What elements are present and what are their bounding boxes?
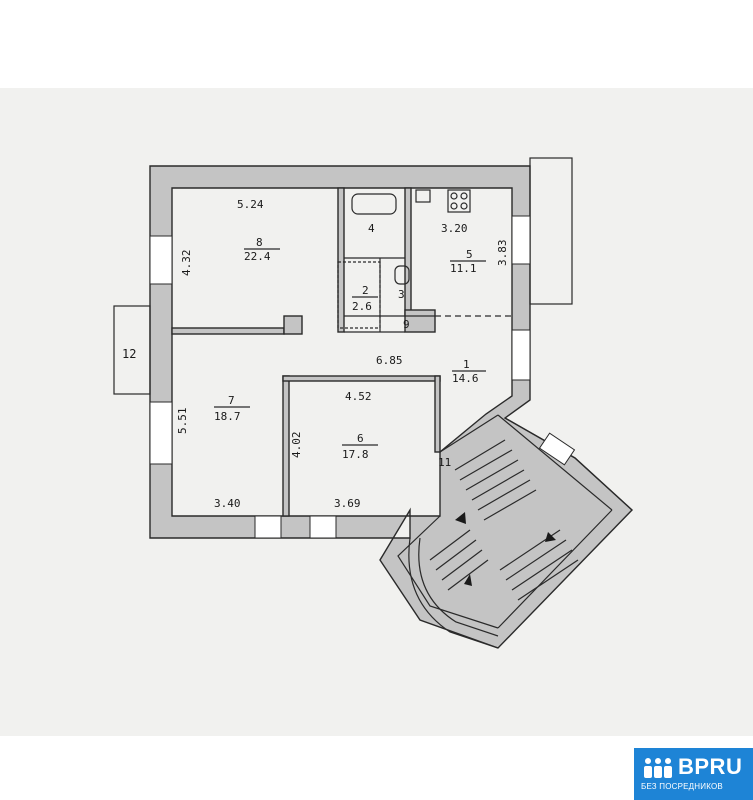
people-icon xyxy=(644,758,672,778)
room-6-number: 6 xyxy=(357,432,364,445)
room-7-number: 7 xyxy=(228,394,235,407)
dim-hall-length: 6.85 xyxy=(376,354,403,367)
brand-badge[interactable]: BPRU БЕЗ ПОСРЕДНИКОВ xyxy=(634,748,753,800)
stove-burner xyxy=(460,192,468,200)
room-1-number: 1 xyxy=(463,358,470,371)
dim-room6-height: 4.02 xyxy=(290,432,303,459)
room-2-number: 2 xyxy=(362,284,369,297)
bathtub xyxy=(351,193,397,215)
windows xyxy=(149,215,576,539)
room-5-number: 5 xyxy=(466,248,473,261)
room-11-number: 11 xyxy=(438,456,451,469)
balcony-left xyxy=(113,305,151,395)
dim-room6-width: 4.52 xyxy=(345,390,372,403)
room-7-area: 18.7 xyxy=(214,410,241,423)
stove-burner xyxy=(450,202,458,210)
stove-burner xyxy=(460,202,468,210)
room-1-area: 14.6 xyxy=(452,372,479,385)
stove-burner xyxy=(450,192,458,200)
room-4-number: 4 xyxy=(368,222,375,235)
dim-room5-height: 3.83 xyxy=(496,240,509,267)
stair-curved-wall xyxy=(408,537,499,649)
room-2-area: 2.6 xyxy=(352,300,372,313)
dim-room8-width: 5.24 xyxy=(237,198,264,211)
sink xyxy=(415,189,431,203)
room-12-number: 12 xyxy=(122,347,136,361)
interior-walls xyxy=(171,187,441,517)
stove xyxy=(447,189,471,213)
dim-room7-width: 3.40 xyxy=(214,497,241,510)
dim-room7-height: 5.51 xyxy=(176,408,189,435)
toilet-enclosure xyxy=(337,261,381,329)
dim-room6-bottom: 3.69 xyxy=(334,497,361,510)
room-8-number: 8 xyxy=(256,236,263,249)
stair-treads xyxy=(429,439,579,601)
plan-sheet xyxy=(0,88,753,736)
toilet xyxy=(394,265,410,285)
room-5-area: 11.1 xyxy=(450,262,477,275)
stair-arrows xyxy=(455,512,556,586)
dim-room8-height: 4.32 xyxy=(180,250,193,277)
bathroom-partitions xyxy=(344,257,435,333)
brand-tagline: БЕЗ ПОСРЕДНИКОВ xyxy=(641,782,723,791)
room-6-area: 17.8 xyxy=(342,448,369,461)
dim-room5-width: 3.20 xyxy=(441,222,468,235)
stair-walls xyxy=(397,414,633,629)
balcony-right xyxy=(529,157,573,305)
brand-name: BPRU xyxy=(678,754,743,779)
room-8-area: 22.4 xyxy=(244,250,271,263)
room-9-number: 9 xyxy=(403,318,410,331)
room-3-number: 3 xyxy=(398,288,405,301)
